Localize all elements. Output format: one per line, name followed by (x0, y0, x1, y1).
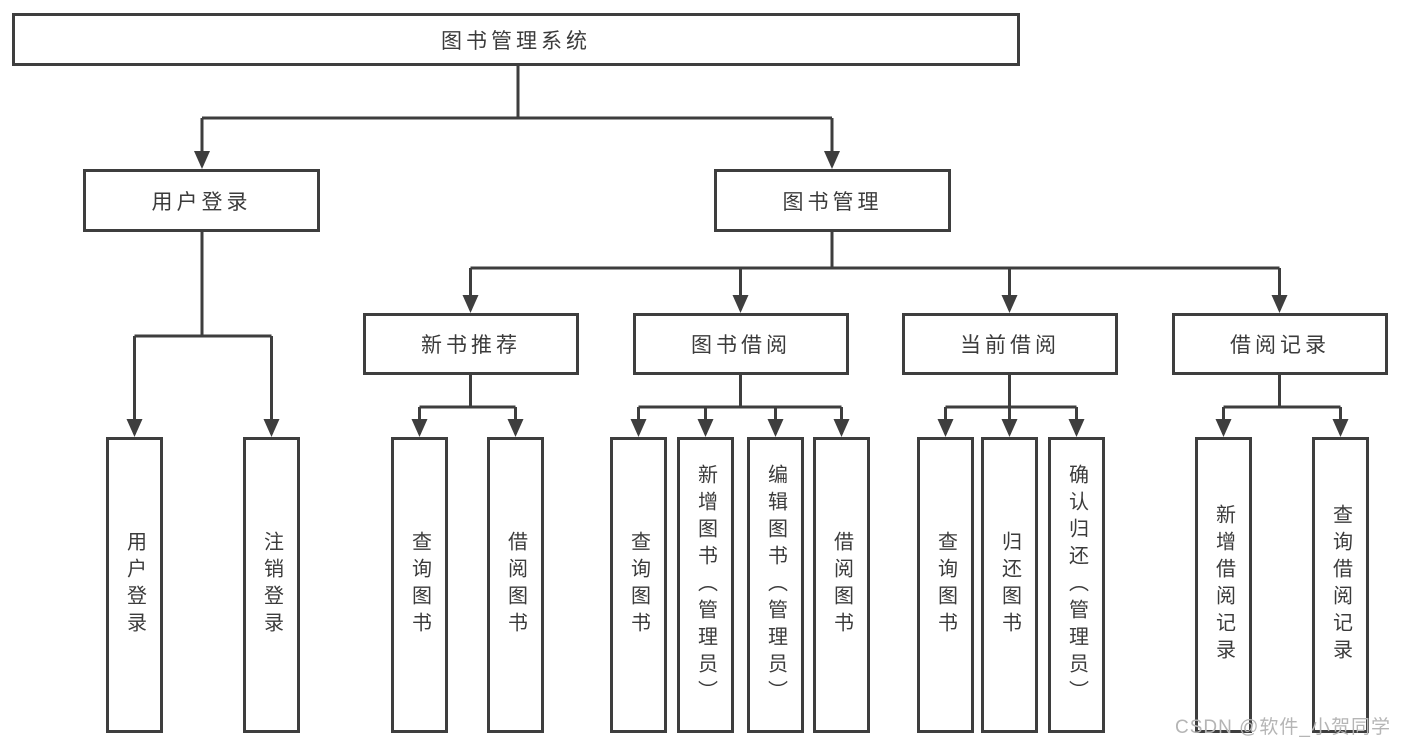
arrow-down-icon (824, 151, 840, 169)
leaf-newbook-query-books: 查询图书 (391, 437, 448, 733)
connector-book-mgmt-to-level3 (469, 232, 1281, 310)
arrow-down-icon (1001, 295, 1018, 313)
csdn-watermark: CSDN @软件_小贺同学 (1175, 717, 1391, 738)
arrowheads (126, 151, 1349, 437)
leaf-current-return-books: 归还图书 (981, 437, 1038, 733)
leaf-borrow-edit-books-admin: 编辑图书（管理员） (747, 437, 804, 733)
arrow-down-icon (697, 419, 714, 437)
node-book-borrow: 图书借阅 (633, 313, 849, 375)
arrow-down-icon (767, 419, 784, 437)
node-book-management: 图书管理 (714, 169, 951, 232)
leaf-records-query-borrow-record: 查询借阅记录 (1312, 437, 1369, 733)
leaf-records-add-borrow-record: 新增借阅记录 (1195, 437, 1252, 733)
leaf-current-confirm-return-admin: 确认归还（管理员） (1048, 437, 1105, 733)
arrow-down-icon (263, 419, 280, 437)
arrow-down-icon (1332, 419, 1349, 437)
leaf-logout: 注销登录 (243, 437, 300, 733)
leaf-current-query-books: 查询图书 (917, 437, 974, 733)
connector-root-to-level2 (200, 66, 834, 166)
connector-book-borrow-to-children (637, 375, 843, 434)
arrow-down-icon (507, 419, 524, 437)
leaf-borrow-add-books-admin: 新增图书（管理员） (677, 437, 734, 733)
arrow-down-icon (1215, 419, 1232, 437)
connector-borrow-records-to-children (1222, 375, 1342, 434)
arrow-down-icon (1001, 419, 1018, 437)
arrow-down-icon (1068, 419, 1085, 437)
arrow-down-icon (937, 419, 954, 437)
node-user-login: 用户登录 (83, 169, 320, 232)
arrow-down-icon (462, 295, 479, 313)
leaf-newbook-borrow-books: 借阅图书 (487, 437, 544, 733)
node-borrow-records: 借阅记录 (1172, 313, 1388, 375)
leaf-user-login: 用户登录 (106, 437, 163, 733)
connector-user-login-to-children (133, 232, 273, 434)
arrow-down-icon (126, 419, 143, 437)
connector-new-books-to-children (418, 375, 517, 434)
node-current-borrow: 当前借阅 (902, 313, 1118, 375)
arrow-down-icon (630, 419, 647, 437)
node-new-book-recommend: 新书推荐 (363, 313, 579, 375)
arrow-down-icon (1271, 295, 1288, 313)
arrow-down-icon (833, 419, 850, 437)
node-root-system: 图书管理系统 (12, 13, 1020, 66)
leaf-borrow-borrow-books: 借阅图书 (813, 437, 870, 733)
arrow-down-icon (732, 295, 749, 313)
arrow-down-icon (411, 419, 428, 437)
leaf-borrow-query-books: 查询图书 (610, 437, 667, 733)
arrow-down-icon (194, 151, 210, 169)
